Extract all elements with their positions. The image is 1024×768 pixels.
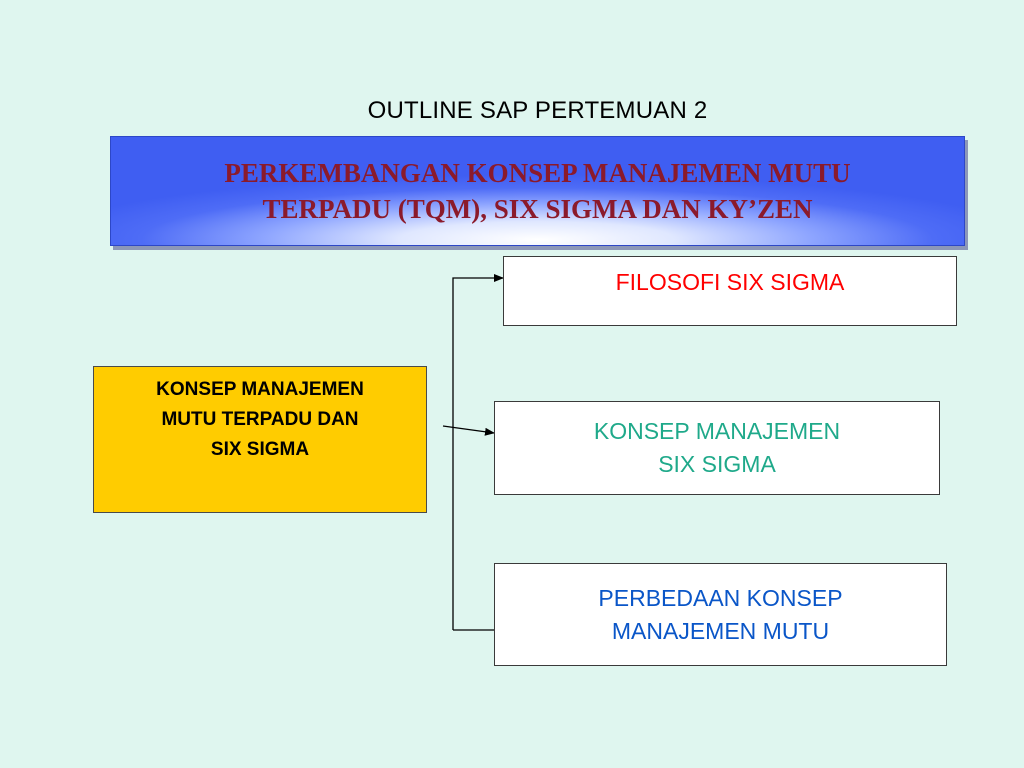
branch-box-konsep-six-sigma: KONSEP MANAJEMEN SIX SIGMA	[494, 401, 940, 495]
branch-3-line-1: PERBEDAAN KONSEP	[598, 584, 843, 611]
connector-to-box2	[442, 425, 495, 436]
branch-box-perbedaan: PERBEDAAN KONSEP MANAJEMEN MUTU	[494, 563, 947, 666]
branch-1-line-1: FILOSOFI SIX SIGMA	[615, 269, 845, 295]
root-line-1: KONSEP MANAJEMEN	[156, 379, 364, 400]
root-concept-box: KONSEP MANAJEMEN MUTU TERPADU DAN SIX SI…	[93, 366, 427, 513]
branch-2-line-2: SIX SIGMA	[658, 451, 776, 477]
branch-2-line-1: KONSEP MANAJEMEN	[593, 418, 841, 444]
banner-line-1: PERKEMBANGAN KONSEP MANAJEMEN MUTU	[224, 158, 851, 188]
root-line-3: SIX SIGMA	[210, 439, 310, 460]
branch-box-filosofi: FILOSOFI SIX SIGMA	[503, 256, 957, 326]
slide-title: OUTLINE SAP PERTEMUAN 2	[367, 97, 708, 124]
banner-line-2: TERPADU (TQM), SIX SIGMA DAN KY’ZEN	[262, 194, 813, 224]
connector-to-box1	[452, 274, 504, 630]
root-line-2: MUTU TERPADU DAN	[161, 409, 359, 430]
topic-banner: PERKEMBANGAN KONSEP MANAJEMEN MUTU TERPA…	[110, 136, 965, 246]
branch-3-line-2: MANAJEMEN MUTU	[611, 617, 830, 644]
